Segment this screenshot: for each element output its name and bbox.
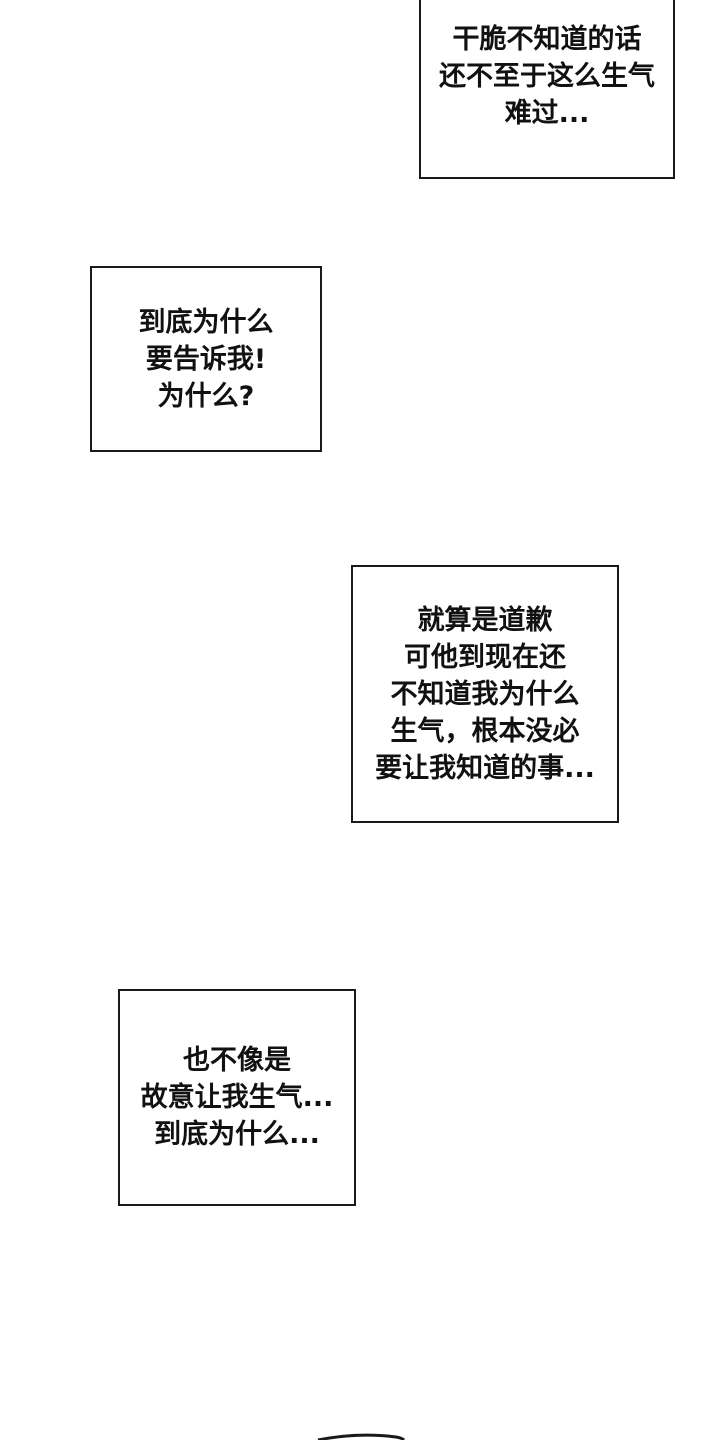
caption-line: 就算是道歉 bbox=[417, 604, 553, 636]
caption-line: 要让我知道的事... bbox=[375, 752, 595, 784]
caption-line: 到底为什么... bbox=[154, 1119, 320, 1150]
caption-text-4: 也不像是 故意让我生气... 到底为什么... bbox=[141, 1042, 334, 1153]
caption-line: 故意让我生气... bbox=[140, 1082, 334, 1113]
caption-box-1: 干脆不知道的话 还不至于这么生气 难过... bbox=[419, 0, 675, 179]
caption-line: 可他到现在还 bbox=[404, 641, 566, 673]
caption-line: 要告诉我! bbox=[145, 343, 267, 375]
caption-line: 也不像是 bbox=[183, 1045, 291, 1076]
caption-line: 到底为什么 bbox=[138, 306, 274, 338]
caption-text-2: 到底为什么 要告诉我! 为什么? bbox=[139, 304, 274, 415]
caption-line: 生气，根本没必 bbox=[390, 715, 580, 747]
caption-line: 不知道我为什么 bbox=[390, 678, 580, 710]
caption-text-1: 干脆不知道的话 还不至于这么生气 难过... bbox=[439, 21, 655, 132]
caption-box-4: 也不像是 故意让我生气... 到底为什么... bbox=[118, 989, 356, 1206]
caption-box-2: 到底为什么 要告诉我! 为什么? bbox=[90, 266, 322, 452]
caption-line: 还不至于这么生气 bbox=[439, 61, 655, 92]
caption-line: 干脆不知道的话 bbox=[452, 24, 642, 55]
caption-line: 为什么? bbox=[157, 380, 255, 412]
caption-box-3: 就算是道歉 可他到现在还 不知道我为什么 生气，根本没必 要让我知道的事... bbox=[351, 565, 619, 823]
caption-text-3: 就算是道歉 可他到现在还 不知道我为什么 生气，根本没必 要让我知道的事... bbox=[375, 602, 595, 787]
panel-curve bbox=[317, 1433, 406, 1440]
caption-line: 难过... bbox=[504, 98, 590, 129]
